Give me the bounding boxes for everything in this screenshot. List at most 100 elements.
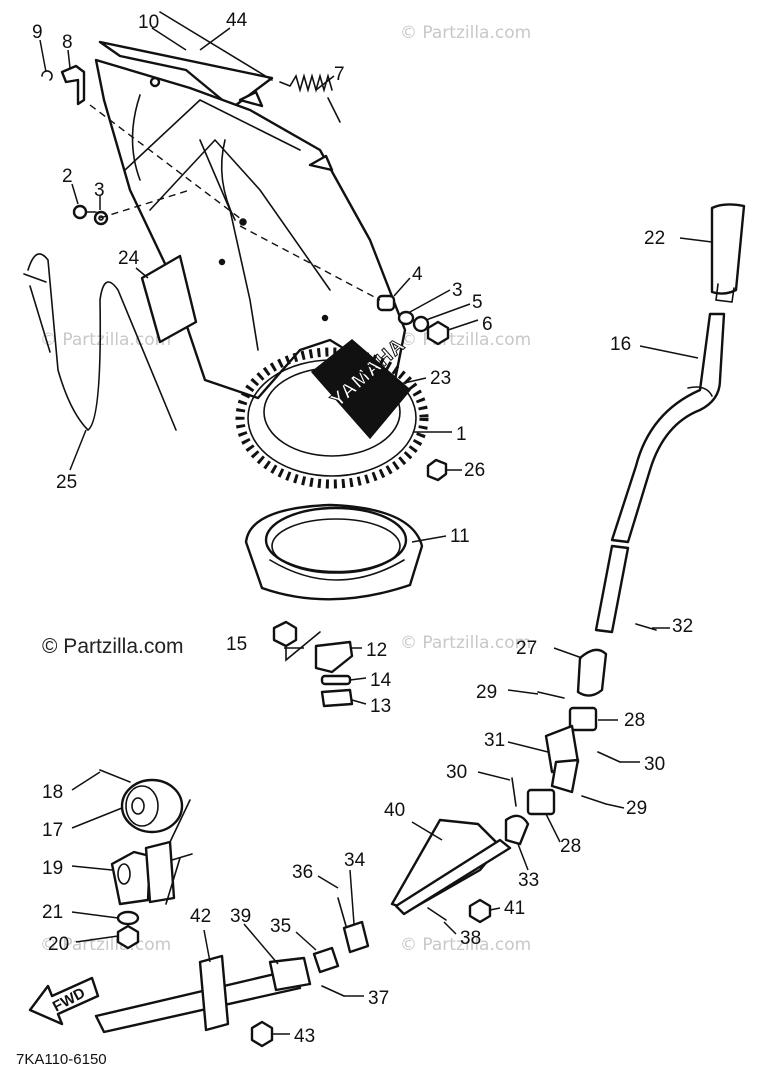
callout-2: 2 [62, 166, 73, 187]
leader-29b [605, 803, 625, 809]
watermark-top-right: © Partzilla.com [400, 23, 531, 43]
leader-40 [411, 821, 443, 841]
washer-hole [98, 215, 104, 221]
chute-inner-edge [124, 99, 301, 171]
callout-40: 40 [384, 800, 405, 821]
deflector-control-parts [272, 620, 354, 708]
pulley-icon [120, 778, 184, 834]
bolt-icon [250, 1020, 274, 1048]
chute-base-plate [244, 503, 424, 601]
leader-42 [203, 929, 211, 963]
watermark-mid-right: © Partzilla.com [400, 330, 531, 350]
callout-19: 19 [42, 858, 63, 879]
callout-7: 7 [334, 64, 345, 85]
callout-8: 8 [62, 32, 73, 53]
cam-12 [314, 640, 354, 674]
chute-slot-left [131, 94, 141, 181]
handle-band [687, 386, 713, 397]
guide-line [89, 104, 246, 223]
shaft-40 [394, 838, 512, 916]
shaft-39 [94, 968, 302, 1034]
lockwasher-icon [412, 315, 430, 333]
guide-line [165, 857, 181, 905]
pin-icon [581, 795, 607, 805]
handle-rod-lower [594, 544, 630, 634]
leader-7 [315, 75, 335, 91]
chute-body [94, 58, 407, 400]
handle-grip-22 [710, 203, 746, 295]
leader-14 [349, 677, 367, 681]
bracket-lines [169, 799, 193, 861]
callout-26: 26 [464, 460, 485, 481]
chute-gear-ring [235, 347, 429, 489]
callout-28a: 28 [624, 710, 645, 731]
callout-25: 25 [56, 472, 77, 493]
leader-17 [71, 807, 123, 829]
leader-30a [477, 771, 511, 781]
leader-19 [71, 865, 113, 871]
block-28b [526, 788, 556, 816]
leader-6 [447, 319, 479, 331]
base-plate-ring-inner [271, 518, 401, 574]
bushing-stack [376, 294, 450, 482]
leader-44 [199, 27, 231, 51]
callout-29a: 29 [476, 682, 497, 703]
pin-icon [537, 691, 565, 699]
leader-3b [409, 289, 451, 313]
yoke-39 [268, 956, 312, 992]
leader-lines [39, 27, 713, 1035]
leader-41 [489, 907, 501, 911]
pin-icon [427, 907, 447, 921]
leader-11 [411, 535, 447, 543]
spacer-14 [320, 674, 352, 686]
leader-2 [71, 183, 79, 205]
pin-icon [99, 769, 131, 783]
leader-27 [553, 647, 583, 659]
spring-coil [279, 73, 341, 123]
chute-decal-panel [140, 254, 198, 344]
pin-icon [511, 777, 517, 807]
pulley-hub [131, 797, 145, 815]
callout-numbers: 10 44 7 8 9 2 3 24 4 3 5 6 23 1 26 11 25… [32, 10, 693, 1047]
callout-22: 22 [644, 228, 665, 249]
figure-code: 7KA110-6150 [16, 1051, 107, 1068]
callout-30a: 30 [446, 762, 467, 783]
leader-33 [517, 843, 529, 871]
leader-29a [507, 689, 539, 695]
pin-icon [597, 751, 621, 763]
leader-24 [135, 267, 149, 279]
leader-34 [349, 869, 355, 925]
base-plate-ring [264, 506, 408, 574]
callout-35: 35 [270, 916, 291, 937]
callout-27: 27 [516, 638, 537, 659]
leader-22 [679, 237, 713, 243]
leader-35 [295, 931, 317, 951]
base-plate-lip [269, 559, 405, 581]
u-joint-27 [576, 648, 608, 697]
chute-rib [199, 139, 259, 351]
leader-20 [75, 935, 119, 943]
callout-3b: 3 [452, 280, 463, 301]
cap-13 [320, 688, 354, 708]
callout-29b: 29 [626, 798, 647, 819]
callout-42: 42 [190, 906, 211, 927]
chute-rivet-c [321, 314, 329, 322]
callout-4: 4 [412, 264, 423, 285]
ring-teeth [235, 347, 429, 489]
chute-slot [220, 139, 236, 221]
callout-14: 14 [370, 670, 392, 691]
leader-15 [285, 631, 321, 662]
leader-31 [507, 741, 549, 753]
bracket-42 [198, 954, 230, 1032]
chute-assembly: YAMAHA [94, 11, 429, 601]
leader-8 [67, 49, 71, 69]
callout-16: 16 [610, 334, 631, 355]
callout-20: 20 [48, 934, 69, 955]
leader-10 [151, 27, 187, 51]
leader-4 [393, 277, 411, 297]
guide-line [239, 225, 381, 301]
leader-25 [69, 429, 87, 471]
block-35 [312, 946, 340, 974]
chute-fold [149, 138, 331, 291]
callout-21: 21 [42, 902, 63, 923]
